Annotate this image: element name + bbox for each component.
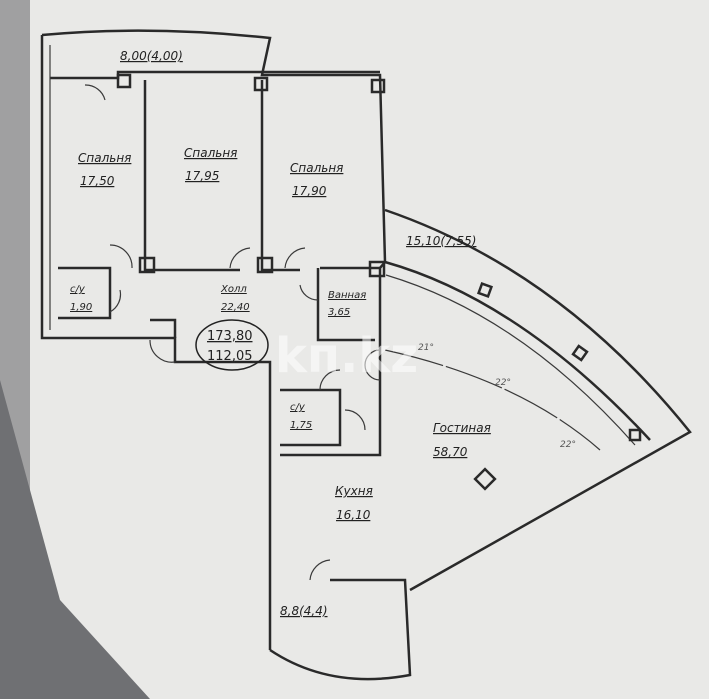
room-label-living-room: Гостиная 58,70 [433,421,491,459]
angle-label: 22° [560,440,576,450]
svg-text:Спальня: Спальня [290,161,343,175]
svg-text:Кухня: Кухня [335,484,373,498]
svg-text:с/у: с/у [290,402,306,413]
living-area: 112,05 [207,349,253,364]
svg-text:1,90: 1,90 [70,302,92,313]
svg-text:22,40: 22,40 [221,302,250,313]
svg-text:Гостиная: Гостиная [433,421,491,435]
total-area-badge: 173,80 112,05 [195,319,269,371]
svg-text:Спальня: Спальня [184,146,237,160]
room-label-bathroom: Ванная 3,65 [328,290,366,318]
svg-text:16,10: 16,10 [336,508,371,522]
balcony-label-1: 8,00(4,00) [120,49,183,63]
room-label-kitchen: Кухня 16,10 [335,484,373,522]
angle-label: 22° [495,378,511,388]
svg-text:Ванная: Ванная [328,290,366,301]
room-label-wc-1: с/у 1,90 [70,284,92,313]
svg-text:17,95: 17,95 [185,169,219,183]
room-label-bedroom-2: Спальня 17,95 [184,146,237,183]
svg-text:1,75: 1,75 [290,420,312,431]
balcony-label-3: 8,8(4,4) [280,604,328,618]
room-label-bedroom-3: Спальня 17,90 [290,161,343,198]
svg-text:Холл: Холл [220,284,247,295]
total-area: 173,80 [207,329,253,344]
svg-text:58,70: 58,70 [433,445,468,459]
room-label-wc-2: с/у 1,75 [290,402,312,431]
svg-text:17,90: 17,90 [292,184,327,198]
background-edge [0,0,30,699]
walls [40,29,692,681]
balcony-label-2: 15,10(7,55) [406,234,476,248]
svg-text:с/у: с/у [70,284,86,295]
svg-text:Спальня: Спальня [78,151,131,165]
svg-text:3,65: 3,65 [328,307,350,318]
watermark: kп.kz [275,328,418,384]
room-label-hall: Холл 22,40 [220,284,250,313]
room-label-bedroom-1: Спальня 17,50 [78,151,131,188]
svg-text:17,50: 17,50 [80,174,115,188]
angle-label: 21° [418,343,434,353]
